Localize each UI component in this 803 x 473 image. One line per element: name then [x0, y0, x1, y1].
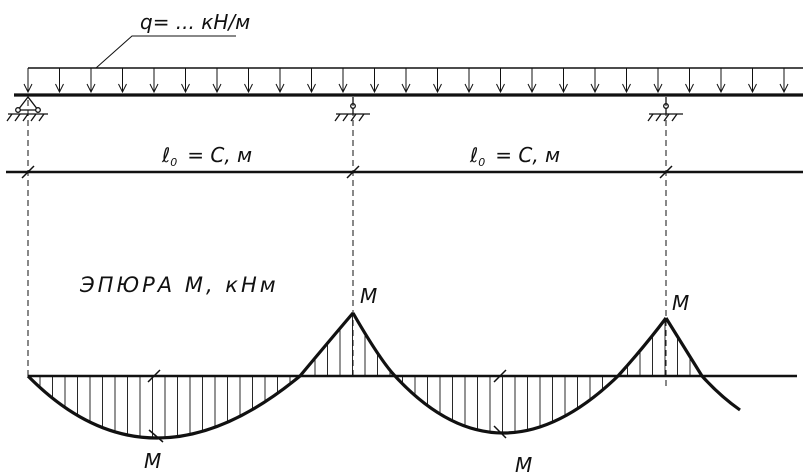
- curve-tick-span2-base: [493, 369, 507, 383]
- distributed-load: [23, 67, 803, 94]
- svg-text:ℓ0= C, м: ℓ0= C, м: [469, 143, 560, 169]
- load-arrow: [149, 68, 159, 94]
- load-arrow: [433, 68, 442, 94]
- load-arrow: [275, 68, 285, 94]
- load-arrow: [212, 68, 222, 94]
- load-arrow: [118, 68, 127, 94]
- load-arrow: [86, 68, 96, 94]
- load-arrow: [181, 68, 190, 94]
- moment-curve-span-3: [664, 317, 741, 412]
- load-arrow: [653, 68, 663, 94]
- moment-label-span-1: М: [144, 449, 161, 473]
- load-arrow: [527, 68, 537, 94]
- load-arrow: [622, 68, 631, 94]
- load-arrows: [23, 68, 789, 94]
- load-arrow: [464, 68, 474, 94]
- moment-label-span-2: М: [515, 453, 532, 473]
- curve-tick-span1-peak: [148, 429, 164, 443]
- load-arrow: [55, 68, 64, 94]
- load-label-group: q= ... кН/м: [95, 10, 250, 69]
- load-arrow: [307, 68, 316, 94]
- load-leader-line: [95, 35, 236, 69]
- load-arrow: [779, 68, 789, 94]
- load-arrow: [559, 68, 568, 94]
- load-arrow: [748, 68, 757, 94]
- span-label-1: ℓ0= C, м: [161, 143, 252, 169]
- curve-ticks: [147, 369, 507, 443]
- moment-curve-span-2: [351, 312, 668, 435]
- projection-lines: [27, 100, 667, 386]
- moment-hatching: [39, 313, 691, 438]
- load-arrow: [23, 68, 33, 94]
- load-arrow: [338, 68, 348, 94]
- dimension-line: [6, 165, 803, 179]
- load-arrow: [496, 68, 505, 94]
- curve-tick-span1-base: [147, 369, 161, 383]
- load-arrow: [685, 68, 694, 94]
- span-label-2: ℓ0= C, м: [469, 143, 560, 169]
- svg-text:ℓ0= C, м: ℓ0= C, м: [161, 143, 252, 169]
- load-arrow: [590, 68, 600, 94]
- load-arrow: [370, 68, 379, 94]
- moment-label-support-2: М: [672, 291, 689, 315]
- load-label: q= ... кН/м: [140, 10, 250, 34]
- curve-tick-span2-peak: [493, 425, 507, 439]
- moment-curve-span-1: [26, 311, 355, 440]
- load-arrow: [401, 68, 411, 94]
- load-arrow: [244, 68, 253, 94]
- load-arrow: [716, 68, 726, 94]
- diagram-title: ЭПЮРА М, кНм: [79, 273, 279, 297]
- moment-label-support-1: М: [360, 284, 377, 308]
